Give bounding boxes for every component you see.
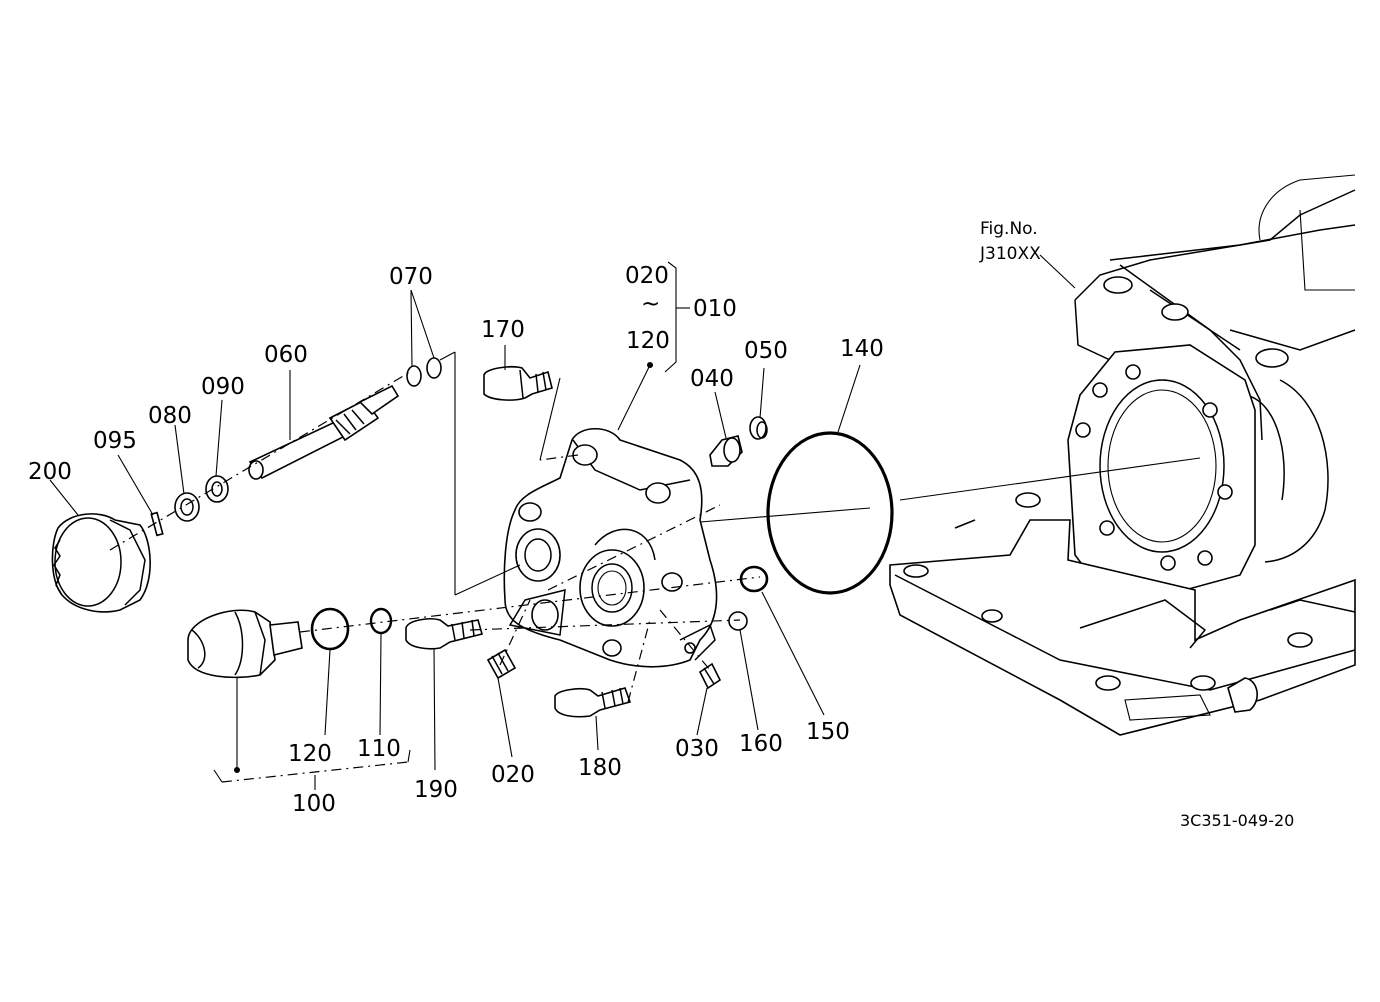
callout-070: 070 xyxy=(389,264,433,290)
callout-020: 020 xyxy=(491,762,535,788)
callout-100: 100 xyxy=(292,791,336,817)
figure-ref-line2: J310XX xyxy=(980,244,1041,264)
plug-170 xyxy=(483,366,553,401)
center-lines xyxy=(109,351,1201,703)
transmission-housing xyxy=(889,174,1356,736)
callout-010: 010 xyxy=(693,296,737,322)
callout-170: 170 xyxy=(481,317,525,343)
callout-090: 090 xyxy=(201,374,245,400)
figure-ref-line1: Fig.No. xyxy=(980,219,1038,239)
washers-080-090 xyxy=(174,475,229,522)
plug-180 xyxy=(554,687,632,718)
range-tilde: ~ xyxy=(641,291,661,317)
callout-140: 140 xyxy=(840,336,884,362)
pump-cover xyxy=(503,428,718,668)
plug-030 xyxy=(698,662,722,690)
range-start-label: 020 xyxy=(625,263,669,289)
drawing-code: 3C351-049-20 xyxy=(1180,811,1295,830)
callout-060: 060 xyxy=(264,342,308,368)
ring-050 xyxy=(749,416,768,440)
leader-lines xyxy=(49,254,1076,790)
fitting-040 xyxy=(709,435,743,467)
plug-020 xyxy=(486,648,517,680)
pin-095 xyxy=(150,511,164,537)
o-ring-160 xyxy=(728,611,748,631)
plug-190 xyxy=(405,618,483,650)
callout-160: 160 xyxy=(739,731,783,757)
callout-050: 050 xyxy=(744,338,788,364)
callout-200: 200 xyxy=(28,459,72,485)
knob-200 xyxy=(51,513,151,613)
o-ring-140 xyxy=(766,431,894,595)
callout-120: 120 xyxy=(288,741,332,767)
callout-040: 040 xyxy=(690,366,734,392)
callout-180: 180 xyxy=(578,755,622,781)
callout-150: 150 xyxy=(806,719,850,745)
range-end-label: 120 xyxy=(626,328,670,354)
callout-080: 080 xyxy=(148,403,192,429)
callout-190: 190 xyxy=(414,777,458,803)
callout-095: 095 xyxy=(93,428,137,454)
shaft-060 xyxy=(248,384,400,480)
callout-110: 110 xyxy=(357,736,401,762)
callout-030: 030 xyxy=(675,736,719,762)
valve-assembly-100 xyxy=(187,609,303,679)
o-ring-120 xyxy=(310,607,350,651)
